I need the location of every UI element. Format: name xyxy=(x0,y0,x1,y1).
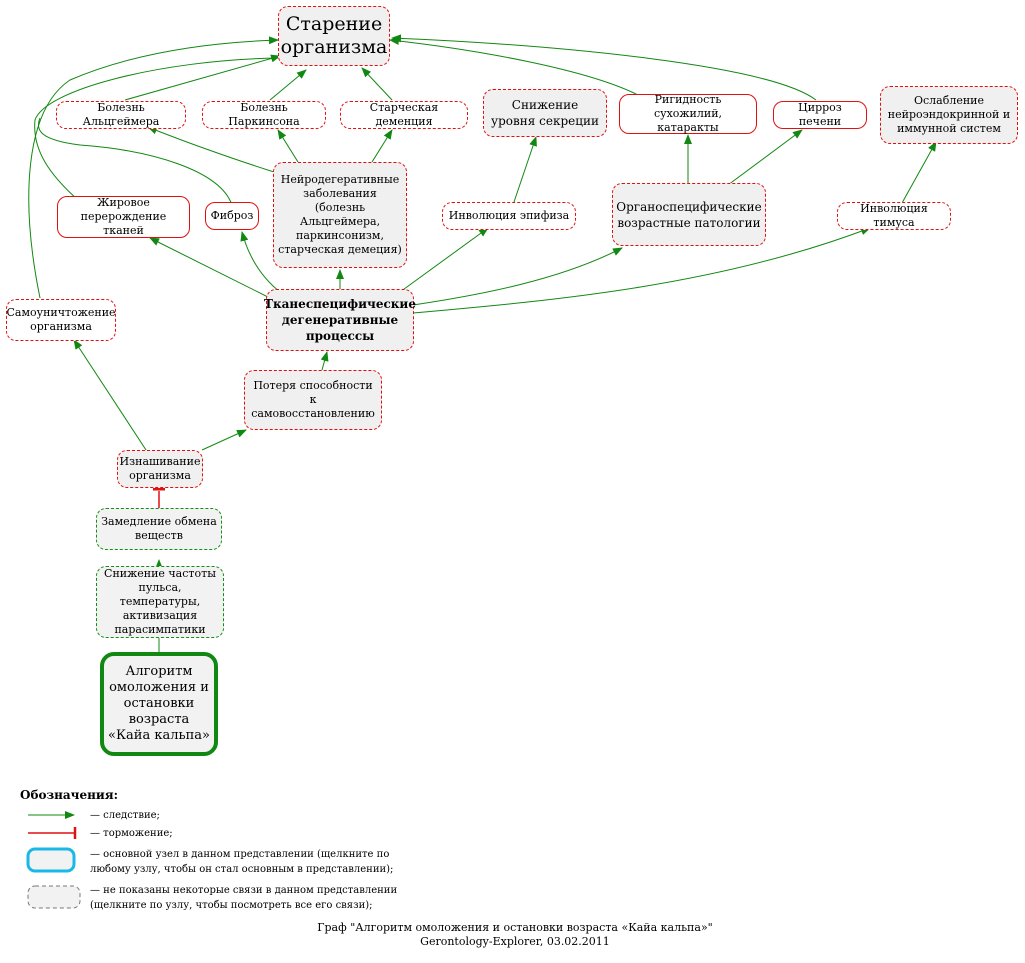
node-pineal-involution[interactable]: Инволюция эпифиза xyxy=(442,202,576,230)
edge-regeneration-to-tissue xyxy=(320,351,329,371)
caption-title: Граф "Алгоритм омоложения и остановки во… xyxy=(317,921,713,934)
edge-tissue-to-pineal xyxy=(399,227,489,293)
node-aging[interactable]: Старение организма xyxy=(278,6,390,66)
legend-main-node-swatch xyxy=(26,847,76,873)
edge-fibrosis-to-aging xyxy=(37,117,233,206)
node-metabolism-slowdown[interactable]: Замедление обмена веществ xyxy=(96,508,222,550)
node-liver-cirrhosis-label: Цирроз печени xyxy=(798,101,842,128)
node-neuroendocrine-weakening[interactable]: Ослабление нейроэндокринной и иммунной с… xyxy=(880,86,1018,144)
node-self-destruction-label: Самоуничтожение организма xyxy=(6,306,116,333)
edge-neuro-to-alzheimer xyxy=(147,126,275,173)
node-regeneration-loss-label: Потеря способности к самовосстановлению xyxy=(251,379,375,420)
edge-fatty-to-aging xyxy=(34,57,279,201)
edge-tissue-to-thymus xyxy=(412,227,871,314)
node-neuroendocrine-weakening-label: Ослабление нейроэндокринной и иммунной с… xyxy=(887,94,1011,135)
node-neurodegenerative[interactable]: Нейродегеративные заболевания (болезнь А… xyxy=(273,162,407,268)
node-pulse-decrease-label: Снижение частоты пульса, температуры, ак… xyxy=(104,567,216,636)
edge-parkinson-to-aging xyxy=(269,69,307,101)
edge-neuro-to-parkinson xyxy=(277,129,299,163)
node-parkinson[interactable]: Болезнь Паркинсона xyxy=(202,101,326,129)
node-algorithm-label: Алгоритм омоложения и остановки возраста… xyxy=(108,664,210,743)
node-organ-pathologies[interactable]: Органоспецифические возрастные патологии xyxy=(612,183,766,246)
edge-organ-to-cirrhosis xyxy=(727,129,803,186)
edge-self-destruction-to-aging xyxy=(28,36,279,299)
legend-consequence-text: — следствие; xyxy=(90,810,160,821)
node-neurodegenerative-label: Нейродегеративные заболевания (болезнь А… xyxy=(278,173,402,256)
edge-tissue-to-fatty xyxy=(149,237,271,299)
edge-dementia-to-aging xyxy=(361,67,393,101)
caption-source: Gerontology-Explorer, 03.02.2011 xyxy=(420,935,610,948)
node-tendon-rigidity[interactable]: Ригидность сухожилий, катаракты xyxy=(619,93,757,134)
node-thymus-involution-label: Инволюция тимуса xyxy=(860,202,928,229)
node-senile-dementia-label: Старческая деменция xyxy=(369,101,439,128)
node-tendon-rigidity-label: Ригидность сухожилий, катаракты xyxy=(653,93,723,134)
node-organ-pathologies-label: Органоспецифические возрастные патологии xyxy=(616,199,762,230)
edge-tissue-to-organ xyxy=(412,247,623,306)
edge-wear-to-self-destruction xyxy=(73,339,149,454)
node-wear-label: Изнашивание организма xyxy=(119,455,201,482)
edge-tissue-to-fibrosis xyxy=(240,231,281,293)
node-secretion-decrease[interactable]: Снижение уровня секреции xyxy=(483,89,607,137)
edge-neuro-to-dementia xyxy=(371,129,393,163)
graph-caption: Граф "Алгоритм омоложения и остановки во… xyxy=(290,921,740,949)
legend-inhibition-line xyxy=(28,827,77,839)
edge-tendon-to-aging xyxy=(389,37,641,97)
node-parkinson-label: Болезнь Паркинсона xyxy=(228,101,300,128)
node-fibrosis[interactable]: Фиброз xyxy=(205,202,259,230)
node-algorithm[interactable]: Алгоритм омоложения и остановки возраста… xyxy=(100,652,218,756)
node-liver-cirrhosis[interactable]: Цирроз печени xyxy=(773,101,867,129)
node-tissue-processes-label: Тканеспецифические дегенеративные процес… xyxy=(264,297,416,343)
node-senile-dementia[interactable]: Старческая деменция xyxy=(340,101,468,129)
node-alzheimer[interactable]: Болезнь Альцгеймера xyxy=(56,101,186,129)
node-secretion-decrease-label: Снижение уровня секреции xyxy=(491,98,599,128)
legend-inhibition-text: — торможение; xyxy=(90,828,173,839)
node-pulse-decrease[interactable]: Снижение частоты пульса, температуры, ак… xyxy=(96,566,224,638)
node-fibrosis-label: Фиброз xyxy=(210,209,254,222)
node-metabolism-slowdown-label: Замедление обмена веществ xyxy=(101,515,217,542)
node-self-destruction[interactable]: Самоуничтожение организма xyxy=(6,299,116,341)
node-fatty-degeneration[interactable]: Жировое перерождение тканей xyxy=(57,196,190,238)
edge-thymus-to-neuroendo xyxy=(901,141,937,204)
node-pineal-involution-label: Инволюция эпифиза xyxy=(448,209,570,222)
node-wear[interactable]: Изнашивание организма xyxy=(117,450,203,488)
node-regeneration-loss[interactable]: Потеря способности к самовосстановлению xyxy=(244,370,382,430)
node-aging-label: Старение организма xyxy=(280,13,388,58)
edge-alzheimer-to-aging xyxy=(124,54,281,101)
legend-title: Обозначения: xyxy=(20,788,119,802)
legend-hidden-links-text: — не показаны некоторые связи в данном п… xyxy=(90,885,398,911)
node-thymus-involution[interactable]: Инволюция тимуса xyxy=(837,202,951,230)
edge-cirrhosis-to-aging xyxy=(391,34,817,101)
node-fatty-degeneration-label: Жировое перерождение тканей xyxy=(80,196,167,237)
edge-wear-to-regeneration xyxy=(201,429,247,451)
edge-pineal-to-secretion xyxy=(513,136,537,203)
node-alzheimer-label: Болезнь Альцгеймера xyxy=(82,101,160,128)
edge-metabolism-inhibits-wear xyxy=(153,487,165,510)
node-tissue-processes[interactable]: Тканеспецифические дегенеративные процес… xyxy=(264,289,416,351)
legend-hidden-links-swatch xyxy=(27,885,81,909)
legend-main-node-text: — основной узел в данном представлении (… xyxy=(90,849,394,875)
